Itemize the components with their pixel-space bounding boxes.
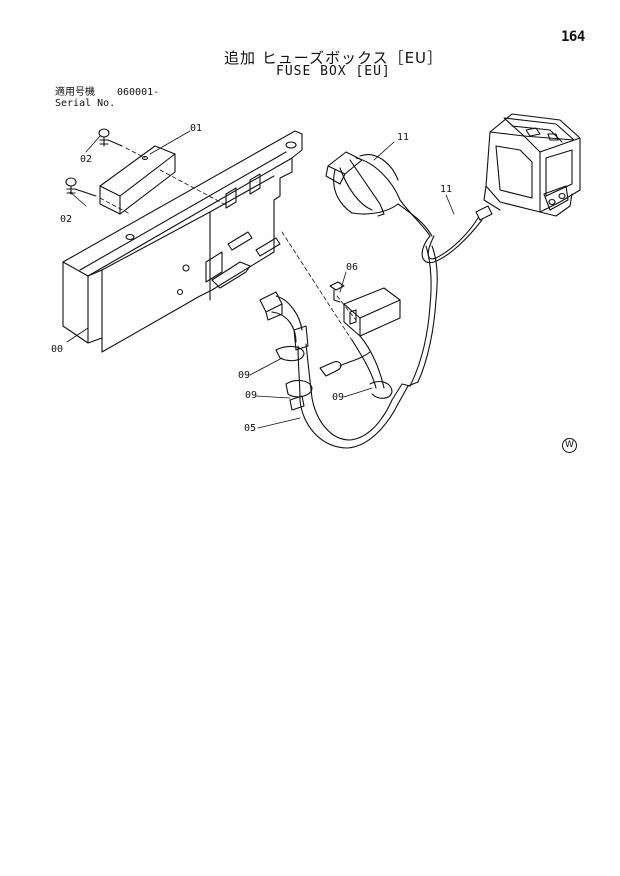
screw-lower xyxy=(65,177,97,197)
corner-mark: W xyxy=(562,438,577,453)
serial-block: 適用号機 060001- Serial No. xyxy=(55,87,159,109)
title-japanese: 追加 ヒューズボックス［EU］ xyxy=(224,49,444,67)
callout-06: 06 xyxy=(346,262,358,273)
callout-09-mid: 09 xyxy=(245,390,257,401)
callout-02-lower: 02 xyxy=(60,214,72,225)
serial-label-jp: 適用号機 xyxy=(55,87,95,98)
callout-09-right: 09 xyxy=(332,392,344,403)
cover-plate xyxy=(99,145,176,215)
title-english: FUSE BOX [EU] xyxy=(276,64,391,79)
fuse-box-bracket xyxy=(62,130,303,353)
callout-11-upper: 11 xyxy=(397,132,409,143)
harness-05 xyxy=(259,291,419,449)
serial-value: 060001- xyxy=(117,87,160,98)
cab-outline xyxy=(483,113,581,217)
harness-11 xyxy=(325,151,493,387)
page-number: 164 xyxy=(561,29,585,45)
serial-label-en: Serial No. xyxy=(55,98,116,109)
relay-block xyxy=(329,281,401,337)
callout-00: 00 xyxy=(51,344,63,355)
callout-09-left: 09 xyxy=(238,370,250,381)
callout-11-right: 11 xyxy=(440,184,452,195)
callout-02-upper: 02 xyxy=(80,154,92,165)
screw-upper xyxy=(98,128,123,147)
callout-01: 01 xyxy=(190,123,202,134)
callout-05: 05 xyxy=(244,423,256,434)
